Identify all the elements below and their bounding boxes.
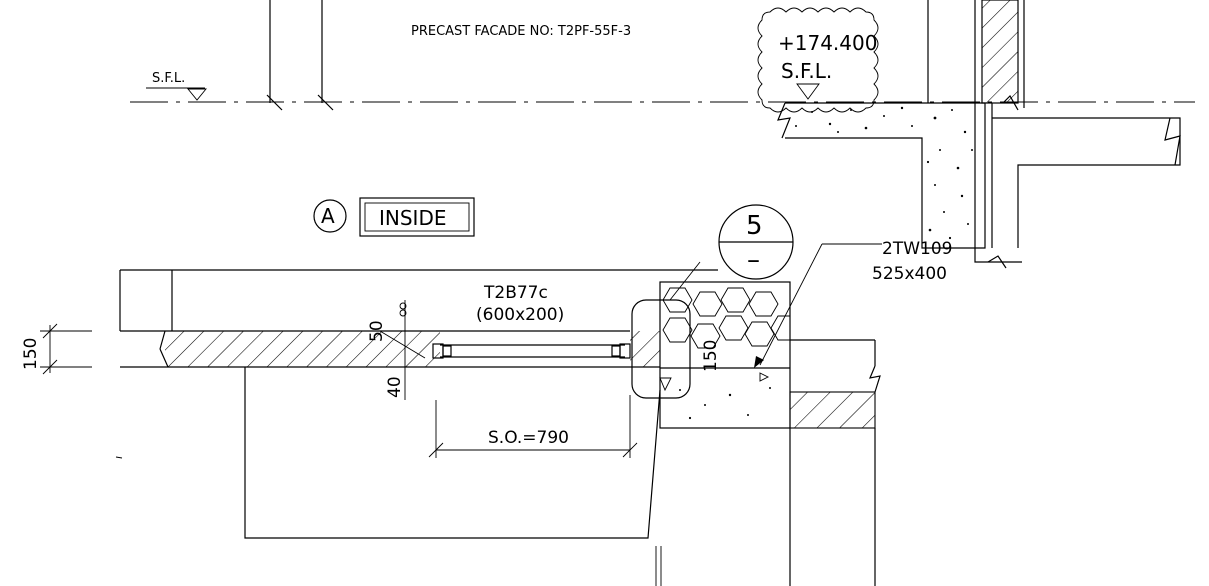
level-sfl: S.F.L. <box>781 59 832 83</box>
wall-ref: 2TW109 <box>882 239 952 259</box>
floor-hatch-right <box>630 331 660 367</box>
dim-so <box>428 395 638 458</box>
dim-150-left-text: 150 <box>21 338 41 370</box>
detail-sheet: – <box>747 245 760 275</box>
section-side: INSIDE <box>379 206 447 230</box>
floor-hatch <box>165 331 440 367</box>
callout-triangle <box>659 377 672 392</box>
dim-150-left <box>40 323 92 375</box>
right-slab <box>974 95 1181 269</box>
detail-callout-box <box>631 299 691 399</box>
hex-block-wall <box>659 281 791 429</box>
inside-box-outer <box>359 197 475 237</box>
glazing-channel <box>379 330 631 359</box>
wall-leader-arrow <box>754 356 764 368</box>
concrete-slab <box>777 102 986 249</box>
level-cloud <box>757 7 879 113</box>
beam-size: (600x200) <box>476 305 564 325</box>
dim-50-text: 50 <box>367 320 387 342</box>
dim-50-40-ticks <box>399 300 407 400</box>
right-lower-structure <box>789 339 881 586</box>
detail-number: 5 <box>746 211 763 241</box>
facade-lines <box>266 0 929 111</box>
level-triangle <box>796 83 820 100</box>
dim-150-right-text: 150 <box>701 340 721 372</box>
inside-box-inner <box>364 202 470 232</box>
dim-so-text: S.O.=790 <box>488 428 569 448</box>
top-right-wall <box>974 0 1025 108</box>
sfl-triangle-left <box>187 88 207 101</box>
detail-leader <box>669 261 701 301</box>
sfl-label-left: S.F.L. <box>152 71 185 86</box>
wall-leader <box>759 243 823 366</box>
wall-size: 525x400 <box>872 264 947 284</box>
soffit-outline <box>244 367 661 539</box>
level-value: +174.400 <box>778 31 877 55</box>
facade-note: PRECAST FACADE NO: T2PF-55F-3 <box>411 24 631 39</box>
beam-ref: T2B77c <box>483 283 548 303</box>
section-marker-circle <box>313 199 347 233</box>
dim-40-text: 40 <box>385 376 405 398</box>
section-marker: A <box>321 204 335 228</box>
stray-mark <box>115 456 123 459</box>
